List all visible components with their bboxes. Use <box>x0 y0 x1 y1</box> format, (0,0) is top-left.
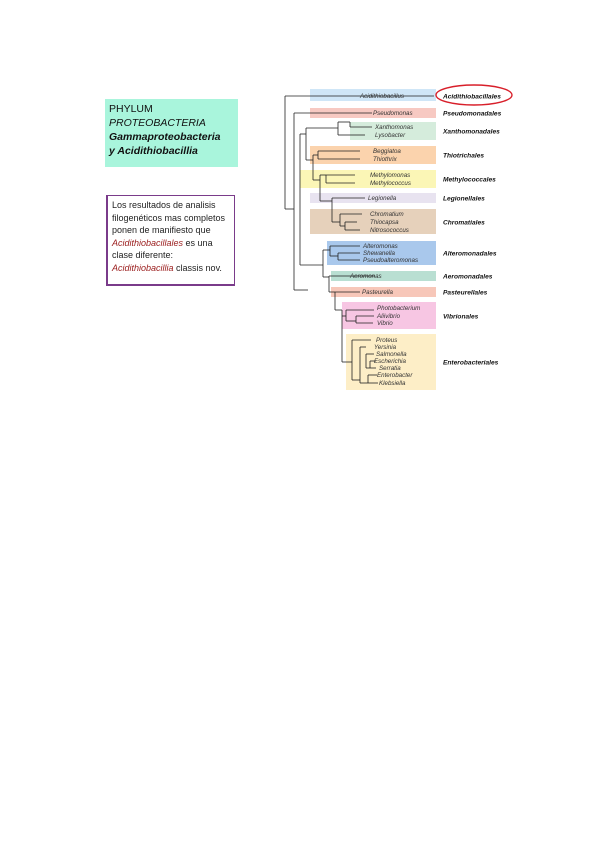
title-line-proteobacteria: PROTEOBACTERIA <box>109 117 206 129</box>
order-label-acidithiobacillales: Acidithiobacillales <box>442 93 501 100</box>
phylogenetic-note-box: Los resultados de analisis filogenéticos… <box>106 195 235 286</box>
order-label-xanthomonadales: Xanthomonadales <box>442 128 500 135</box>
clade-band-acidithiobacillales <box>310 89 436 101</box>
phylum-title-box: PHYLUM PROTEOBACTERIA Gammaproteobacteri… <box>105 99 238 167</box>
taxon-label-photobacterium: Photobacterium <box>377 305 420 312</box>
taxon-label-xanthomonas: Xanthomonas <box>374 124 413 131</box>
clade-band-xanthomonadales <box>350 122 436 140</box>
order-label-chromatiales: Chromatiales <box>443 219 485 226</box>
taxon-label-thiocapsa: Thiocapsa <box>370 219 399 226</box>
taxon-label-methylococcus: Methylococcus <box>370 180 411 187</box>
clade-band-chromatiales <box>310 209 436 234</box>
taxon-label-escherichia: Escherichia <box>374 358 407 365</box>
note-line-2: filogenéticos mas completos <box>112 212 226 223</box>
title-line-acidithiobacillia: y Acidithiobacillia <box>109 145 198 157</box>
note-line-1: Los resultados de analisis <box>112 200 216 210</box>
clade-band-legionellales <box>310 193 436 203</box>
note-acidithiobacillia: Acidithiobacillia <box>112 262 174 273</box>
order-label-thiotrichales: Thiotrichales <box>443 152 484 159</box>
note-line-6: Acidithiobacillia classis nov. <box>112 262 230 275</box>
note-line-4-rest: es una <box>183 237 213 248</box>
order-label-alteromonadales: Alteromonadales <box>442 250 497 257</box>
clade-band-thiotrichales <box>310 146 436 164</box>
taxon-label-beggiatoa: Beggiatoa <box>373 148 401 155</box>
taxon-label-thiothrix: Thiothrix <box>373 156 398 163</box>
order-label-aeromonadales: Aeromonadales <box>442 273 493 280</box>
taxon-label-methylomonas: Methylomonas <box>370 172 410 179</box>
taxon-label-aliivibrio: Aliivibrio <box>376 313 401 320</box>
taxon-label-enterobacter: Enterobacter <box>377 372 413 379</box>
note-acidithiobacillales: Acidithiobacillales <box>112 237 184 248</box>
order-label-methylococcales: Methylococcales <box>443 176 496 183</box>
clade-band-pseudomonadales <box>310 108 436 118</box>
taxon-label-lysobacter: Lysobacter <box>375 132 406 139</box>
taxon-label-klebsiella: Klebsiella <box>379 380 406 387</box>
clade-band-enterobacteriales <box>346 334 436 390</box>
note-line-4: Acidithiobacillales es una <box>112 237 230 250</box>
taxon-label-pseudomonas: Pseudomonas <box>373 110 413 117</box>
clade-band-methylococcales <box>300 170 436 188</box>
highlight-ellipse <box>435 84 513 106</box>
taxon-label-serratia: Serratia <box>379 365 401 372</box>
order-label-pseudomonadales: Pseudomonadales <box>443 110 502 117</box>
order-label-vibrionales: Vibrionales <box>443 313 479 320</box>
taxon-label-salmonella: Salmonella <box>376 351 407 358</box>
note-line-5: clase diferente: <box>112 250 174 260</box>
clade-band-aeromonadales <box>331 271 436 281</box>
order-label-pasteurellales: Pasteurellales <box>443 289 488 296</box>
order-label-enterobacteriales: Enterobacteriales <box>443 359 499 366</box>
note-line-6-rest: classis nov. <box>173 262 222 273</box>
taxon-label-yersinia: Yersinia <box>374 344 397 351</box>
clade-band-vibrionales <box>342 302 436 329</box>
clade-band-pasteurellales <box>331 287 436 297</box>
taxon-label-chromatium: Chromatium <box>370 211 404 218</box>
taxon-label-vibrio: Vibrio <box>377 320 393 327</box>
title-line-phylum: PHYLUM <box>109 103 153 115</box>
taxon-label-shewanella: Shewanella <box>363 250 396 257</box>
taxon-label-nitrosococcus: Nitrosococcus <box>370 227 409 234</box>
order-label-legionellales: Legionellales <box>443 195 485 202</box>
taxon-label-pasteurella: Pasteurella <box>362 289 394 296</box>
taxon-label-aeromonas: Aeromonas <box>349 273 382 280</box>
taxon-label-proteus: Proteus <box>376 337 397 344</box>
taxon-label-pseudoalteromonas: Pseudoalteromonas <box>363 257 418 264</box>
note-line-3: ponen de manifiesto que <box>112 225 211 235</box>
title-line-gammaproteobacteria: Gammaproteobacteria <box>109 131 221 143</box>
taxon-label-legionella: Legionella <box>368 195 397 202</box>
taxon-label-alteromonas: Alteromonas <box>362 243 398 250</box>
taxon-label-acidithiobacillus: Acidithiobacillus <box>359 93 404 100</box>
